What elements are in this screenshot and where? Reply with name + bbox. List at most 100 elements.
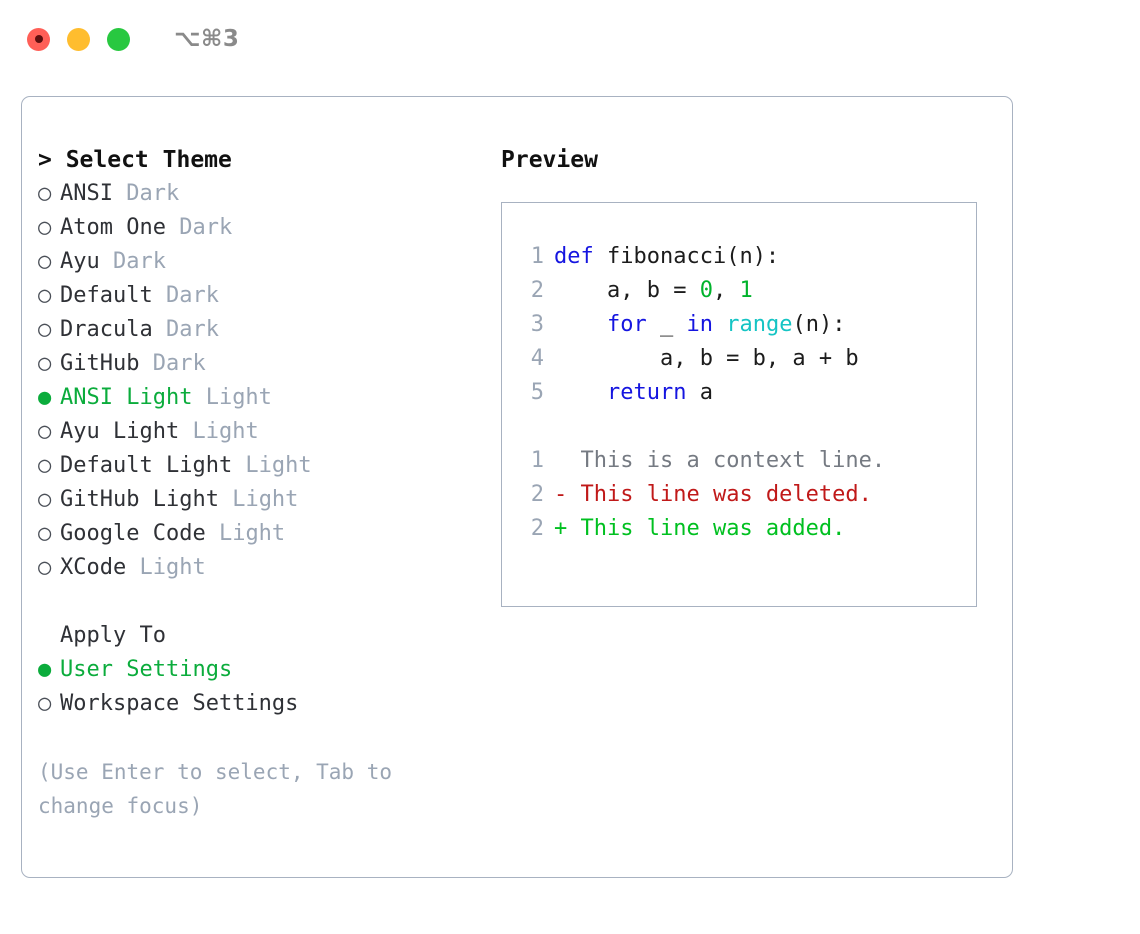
diff-marker: - xyxy=(554,482,581,507)
theme-option-ansi[interactable]: ○ ANSI Dark xyxy=(38,177,488,211)
radio-unselected-icon: ○ xyxy=(38,419,52,444)
theme-option-atom-one[interactable]: ○Atom One Dark xyxy=(38,211,488,245)
theme-option-github-light[interactable]: ○GitHub Light Light xyxy=(38,483,488,517)
radio-unselected-icon: ○ xyxy=(38,317,52,342)
theme-option-default[interactable]: ○Default Dark xyxy=(38,279,488,313)
minimize-button[interactable] xyxy=(67,27,90,51)
code-token-plain: , xyxy=(712,278,740,303)
diff-marker: + xyxy=(554,516,581,541)
radio-unselected-icon: ○ xyxy=(38,453,52,478)
close-button[interactable] xyxy=(27,27,50,51)
code-line: 5 return a xyxy=(502,376,976,410)
diff-line-add: 2 + This line was added. xyxy=(502,512,976,546)
diff-line-text: This line was added. xyxy=(580,516,846,541)
apply-to-header: Apply To xyxy=(38,619,488,653)
code-line: 4 a, b = b, a + b xyxy=(502,342,976,376)
theme-option-github[interactable]: ○ GitHub Dark xyxy=(38,347,488,381)
theme-option-dracula[interactable]: ○ Dracula Dark xyxy=(38,313,488,347)
theme-option-label: Dracula xyxy=(60,317,153,342)
preview-column: Preview 1 def fibonacci(n): 2 a, b = 0, 1 3… xyxy=(501,143,1001,607)
code-diff-gap xyxy=(502,410,976,444)
theme-option-label: ANSI xyxy=(60,181,113,206)
theme-option-label: Google Code xyxy=(60,521,206,546)
apply-to-header-label: Apply To xyxy=(60,623,166,648)
theme-option-variant: Dark xyxy=(139,351,206,376)
radio-unselected-icon: ○ xyxy=(38,283,52,308)
diff-line-ctx: 1 This is a context line. xyxy=(502,444,976,478)
theme-option-variant: Dark xyxy=(112,181,180,206)
code-line: 2 a, b = 0, 1 xyxy=(502,274,976,308)
theme-option-variant: Dark xyxy=(99,249,166,274)
theme-option-label: Default xyxy=(60,283,153,308)
main-panel: > Select Theme ○ANSI Dark○Atom One Dark○… xyxy=(21,96,1013,878)
apply-to-option-label: User Settings xyxy=(60,657,233,682)
theme-option-ayu[interactable]: ○Ayu Dark xyxy=(38,245,488,279)
theme-option-default-light[interactable]: ○ Default Light Light xyxy=(38,449,488,483)
apply-to-option-label: Workspace Settings xyxy=(60,691,299,716)
code-token-kw: def xyxy=(554,244,594,269)
code-line-number: 1 xyxy=(530,244,544,269)
theme-option-variant: Dark xyxy=(165,215,233,240)
theme-option-ayu-light[interactable]: ○Ayu Light Light xyxy=(38,415,488,449)
theme-option-label: XCode xyxy=(60,555,127,580)
code-token-plain xyxy=(713,312,726,337)
zoom-button[interactable] xyxy=(107,27,130,51)
theme-option-variant: Light xyxy=(218,487,299,512)
diff-line-number: 1 xyxy=(530,448,544,473)
radio-unselected-icon: ○ xyxy=(38,351,52,376)
code-token-plain: a, b = xyxy=(554,278,700,303)
code-token-plain: fibonacci(n): xyxy=(593,244,780,269)
diff-line-text: This is a context line. xyxy=(580,448,886,473)
apply-to-option-user-settings[interactable]: ● User Settings xyxy=(38,653,488,687)
theme-option-label: Default Light xyxy=(60,453,233,478)
radio-selected-icon: ● xyxy=(38,385,52,410)
code-token-fn: range xyxy=(726,312,793,337)
code-token-plain: a, b = b, a + b xyxy=(554,346,859,371)
list-spacer xyxy=(38,585,488,619)
theme-option-variant: Dark xyxy=(152,317,219,342)
theme-option-variant: Light xyxy=(205,521,286,546)
theme-option-ansi-light[interactable]: ● ANSI Light Light xyxy=(38,381,488,415)
radio-selected-icon: ● xyxy=(38,657,52,682)
theme-option-xcode[interactable]: ○XCode Light xyxy=(38,551,488,585)
theme-option-google-code[interactable]: ○ Google Code Light xyxy=(38,517,488,551)
diff-line-del: 2- This line was deleted. xyxy=(502,478,976,512)
theme-option-label: Atom One xyxy=(60,215,166,240)
theme-option-label: GitHub xyxy=(60,351,140,376)
apply-to-option-list: ● User Settings ○ Workspace Settings xyxy=(38,653,488,721)
select-theme-header: > Select Theme xyxy=(38,147,232,173)
window-titlebar: ⌥⌘3 xyxy=(0,0,1140,78)
diff-line-number: 2 xyxy=(530,482,544,507)
radio-unselected-icon: ○ xyxy=(38,555,52,580)
code-line-number: 4 xyxy=(530,346,544,371)
code-token-kw: return xyxy=(606,380,687,405)
preview-header: Preview xyxy=(501,147,598,173)
diff-line-number: 2 xyxy=(530,516,544,541)
code-line: 1 def fibonacci(n): xyxy=(502,240,976,274)
code-token-plain xyxy=(554,312,607,337)
radio-unselected-icon: ○ xyxy=(38,249,52,274)
diff-sample-block: 1 This is a context line.2- This line wa… xyxy=(502,444,976,546)
code-token-kw: in xyxy=(686,312,713,337)
theme-option-list: ○ANSI Dark○Atom One Dark○Ayu Dark○Defaul… xyxy=(38,177,488,585)
diff-line-text: This line was deleted. xyxy=(580,482,872,507)
diff-marker xyxy=(554,448,581,473)
code-token-num: 1 xyxy=(739,278,753,303)
code-line-number: 3 xyxy=(530,312,544,337)
theme-selector-column: > Select Theme ○ANSI Dark○Atom One Dark○… xyxy=(38,143,488,823)
radio-unselected-icon: ○ xyxy=(38,181,52,206)
code-token-plain: a xyxy=(686,380,713,405)
radio-unselected-icon: ○ xyxy=(38,691,52,716)
radio-unselected-icon: ○ xyxy=(38,521,52,546)
apply-to-header-indent xyxy=(38,619,60,653)
apply-to-option-workspace-settings[interactable]: ○ Workspace Settings xyxy=(38,687,488,721)
theme-option-variant: Light xyxy=(232,453,312,478)
theme-option-label: ANSI Light xyxy=(60,385,193,410)
theme-option-variant: Light xyxy=(192,385,272,410)
code-token-plain: _ xyxy=(646,312,687,337)
code-line-number: 2 xyxy=(530,278,544,303)
theme-option-variant: Light xyxy=(179,419,259,444)
traffic-light-controls xyxy=(27,27,130,51)
